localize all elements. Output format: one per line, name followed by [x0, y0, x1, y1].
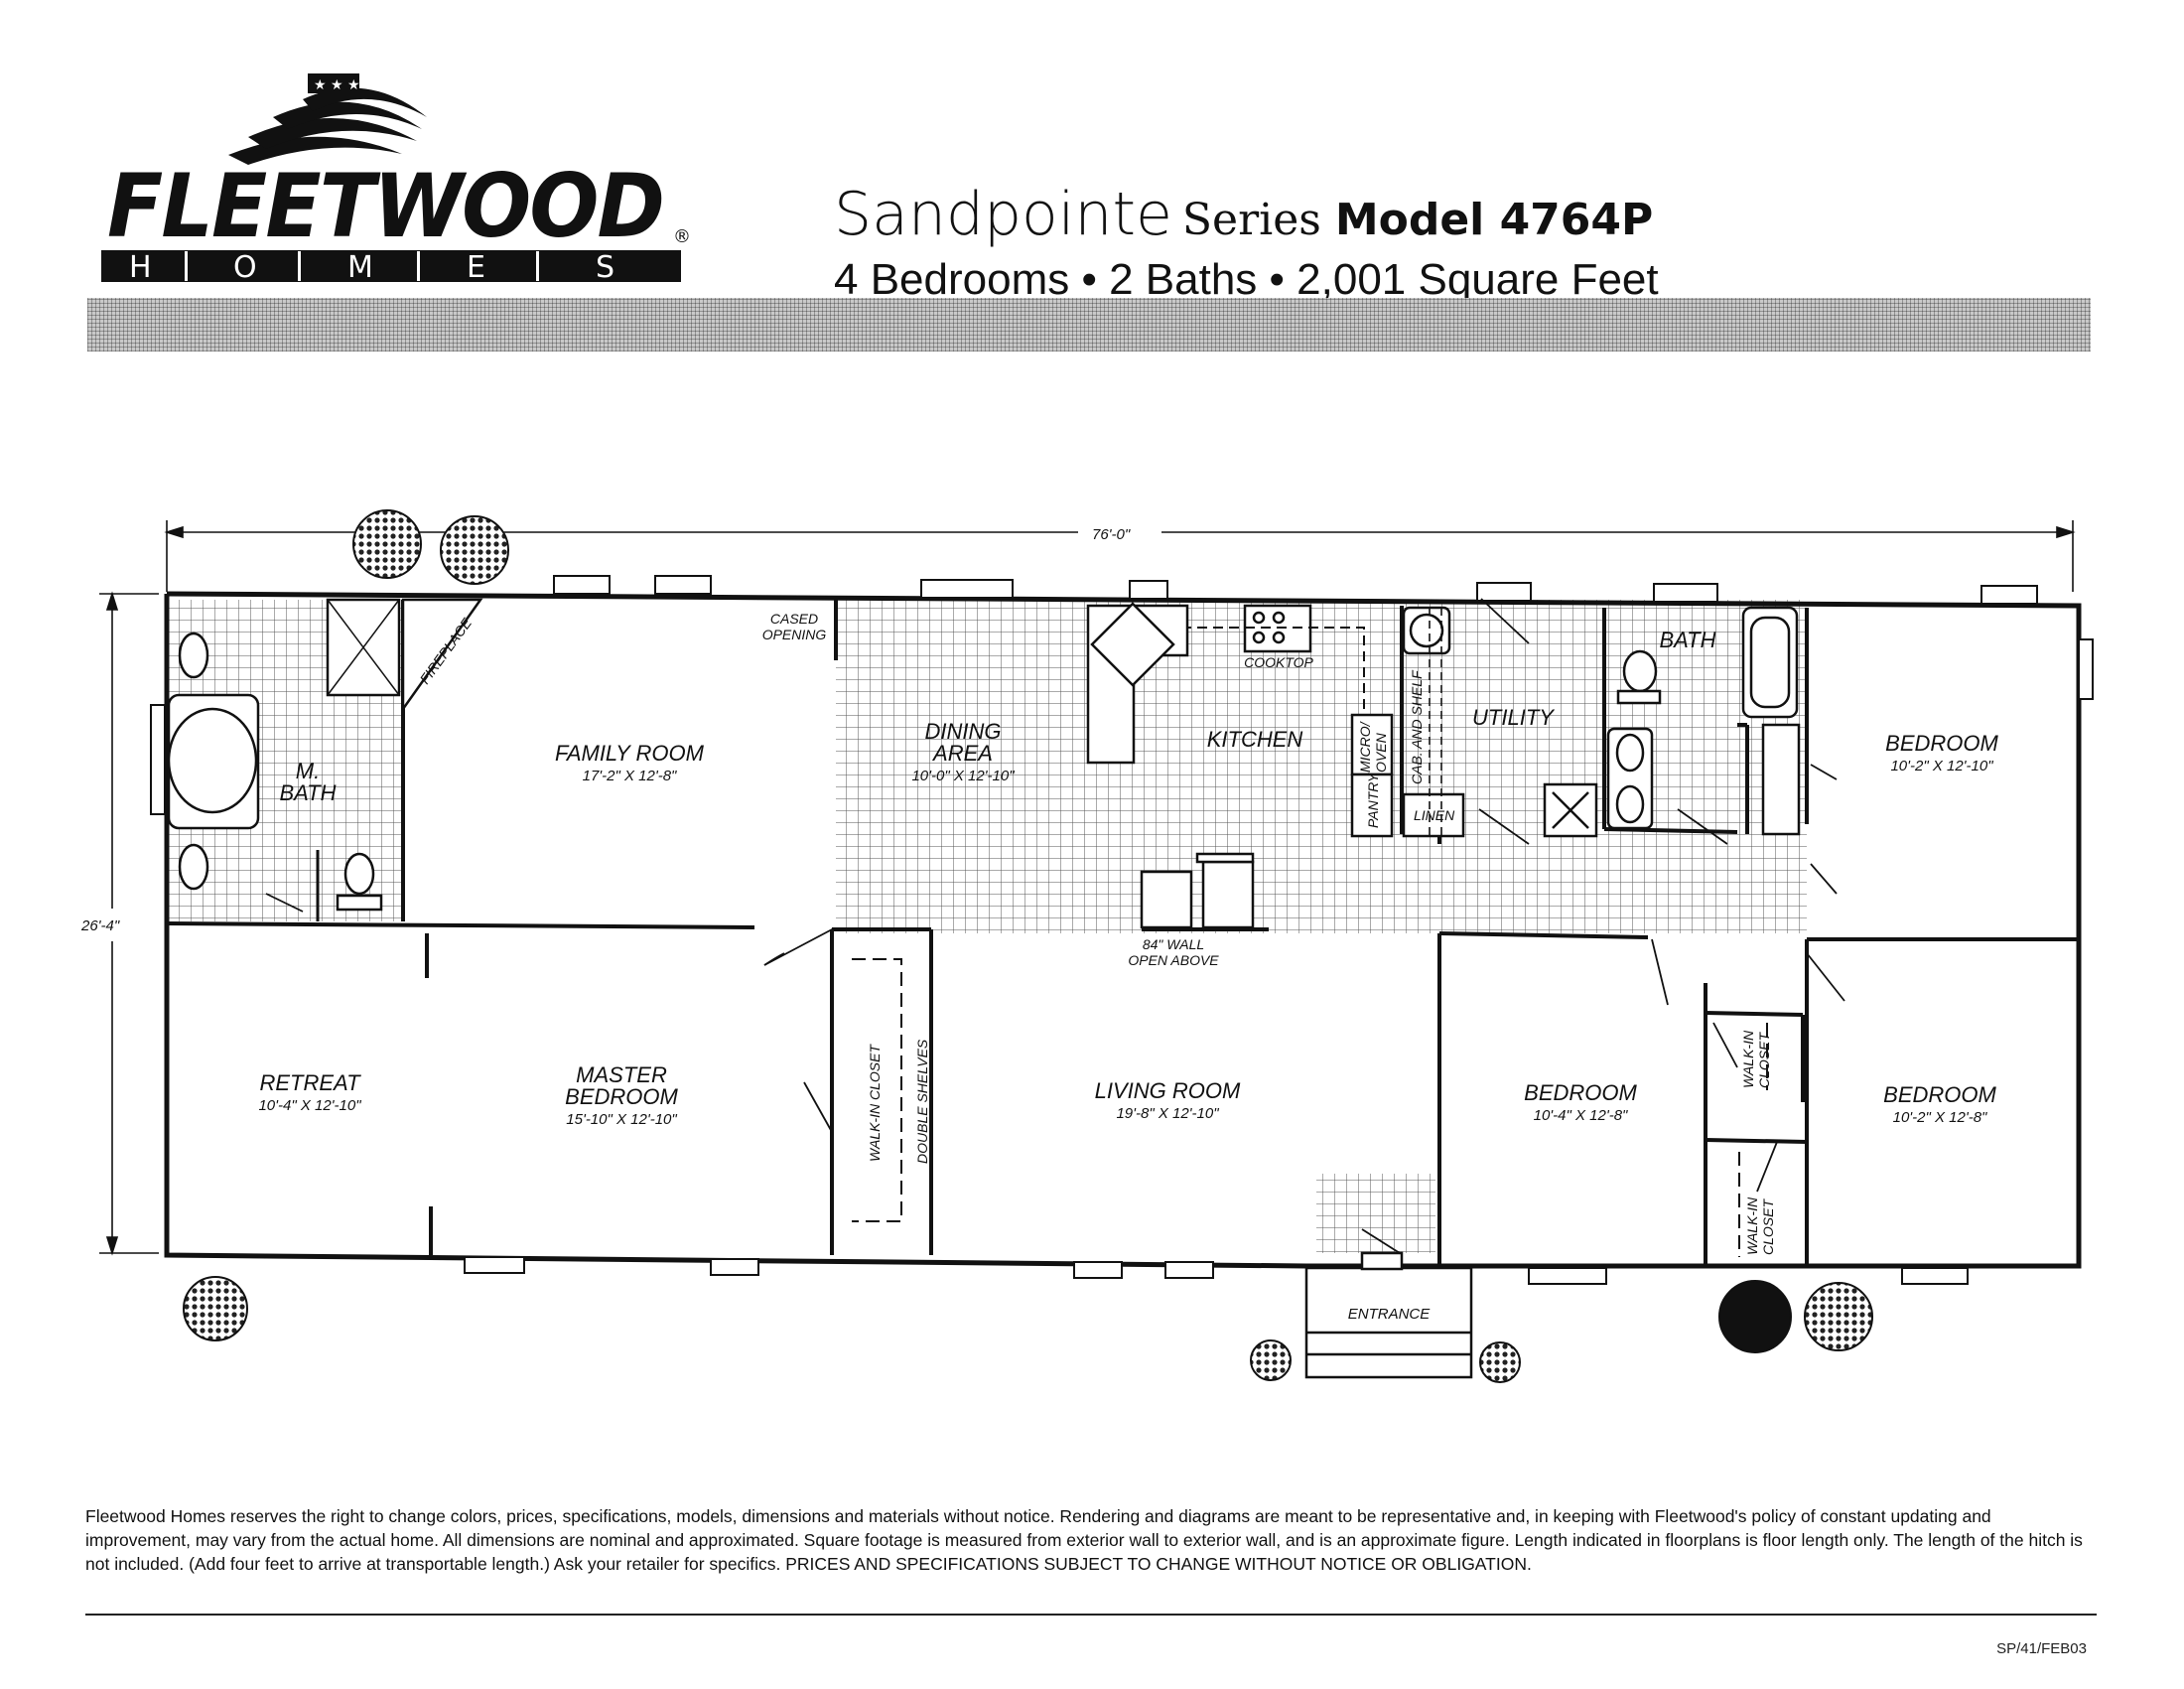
footer-divider: [85, 1614, 2097, 1616]
linen-label: LINEN: [1414, 807, 1455, 823]
overall-length-dimension: [164, 520, 2076, 592]
series-name: Sandpointe: [834, 180, 1172, 249]
brand-name: FLEETWOOD: [107, 155, 663, 257]
wall-note-line1: 84" WALL: [1143, 936, 1204, 952]
master-bedroom-label-line2: BEDROOM: [565, 1084, 678, 1109]
master-bedroom-dims: 15'-10" X 12'-10": [566, 1111, 677, 1128]
shrub-icon: [183, 1276, 248, 1341]
shrub-icon: [440, 515, 509, 585]
m-bath-label-line2: BATH: [279, 780, 336, 805]
specs-line: 4 Bedrooms • 2 Baths • 2,001 Square Feet: [834, 255, 1659, 304]
utility-label: UTILITY: [1472, 705, 1555, 730]
walk-in-closet-b-line1: WALK-IN: [1744, 1196, 1760, 1255]
m-bath-label-line1: M.: [296, 759, 320, 783]
entrance-label: ENTRANCE: [1348, 1306, 1432, 1323]
overall-width-label: 26'-4": [80, 917, 120, 934]
walk-in-closet-a-line2: CLOSET: [1756, 1032, 1772, 1088]
disclaimer-text: Fleetwood Homes reserves the right to ch…: [85, 1506, 2083, 1574]
linen-cabinet: [1402, 792, 1465, 838]
cased-opening-label-line1: CASED: [770, 611, 818, 627]
pantry-cabinet: [1350, 773, 1394, 838]
fleetwood-homes-logo: ★ ★ ★ FLEETWOOD ® H O M E S: [101, 73, 691, 285]
doors: [265, 598, 1845, 1254]
homes-letters: H O M E S: [129, 250, 614, 285]
wall-note-line2: OPEN ABOVE: [1128, 952, 1219, 968]
kitchen-label: KITCHEN: [1207, 727, 1303, 752]
bedroom-se-dims: 10'-2" X 12'-8": [1893, 1109, 1987, 1126]
micro-oven-label-line1: MICRO/: [1357, 720, 1373, 773]
walk-in-closet-a-line1: WALK-IN: [1740, 1030, 1756, 1088]
toilet-icon: [343, 852, 375, 896]
form-code: SP/41/FEB03: [1996, 1640, 2087, 1657]
micro-oven-cabinet: [1350, 713, 1394, 776]
double-shelves-label: DOUBLE SHELVES: [914, 1039, 930, 1164]
shrub-icon: [1479, 1341, 1521, 1383]
closets: [852, 958, 1768, 1257]
header-halftone-band: [87, 298, 2091, 352]
svg-text:S: S: [596, 250, 614, 285]
landscape-shrubs: [183, 509, 1873, 1383]
windows: [150, 575, 2094, 1285]
kitchen-fixtures: [1086, 602, 1465, 931]
series-word: Series: [1181, 195, 1321, 245]
fireplace-icon: FIREPLACE: [401, 598, 483, 713]
entrance-steps: [1304, 1251, 1473, 1379]
bedroom-ne-dims: 10'-2" X 12'-10": [1890, 758, 1993, 774]
dining-area-label-line2: AREA: [931, 741, 993, 766]
bedroom-s-label: BEDROOM: [1524, 1080, 1637, 1105]
svg-text:E: E: [467, 250, 485, 285]
shrub-icon: [1250, 1339, 1292, 1381]
toilet-icon: [1622, 649, 1658, 693]
shrub-icon: [1718, 1280, 1792, 1353]
master-bath-fixtures: [167, 598, 401, 921]
sink-icon: [178, 843, 209, 891]
svg-text:M: M: [347, 250, 373, 285]
bedroom-ne-label: BEDROOM: [1885, 731, 1998, 756]
bedroom-s-dims: 10'-4" X 12'-8": [1534, 1107, 1628, 1124]
cased-opening-label-line2: OPENING: [762, 627, 827, 642]
shrub-icon: [352, 509, 422, 579]
sink-icon: [178, 632, 209, 679]
living-room-label: LIVING ROOM: [1095, 1078, 1241, 1103]
family-room-label: FAMILY ROOM: [555, 741, 705, 766]
pantry-label: PANTRY: [1365, 772, 1381, 828]
master-bedroom-label-line1: MASTER: [576, 1062, 667, 1087]
registered-mark: ®: [673, 226, 691, 247]
cab-and-shelf-label: CAB. AND SHELF: [1409, 669, 1425, 784]
linen-shelf: [1761, 723, 1801, 836]
retreat-label: RETREAT: [259, 1070, 361, 1095]
family-room-dims: 17'-2" X 12'-8": [583, 768, 677, 784]
micro-oven-label-line2: OVEN: [1373, 732, 1389, 773]
homes-bar: [101, 250, 681, 282]
model-label: Model 4764P: [1334, 195, 1654, 245]
dining-area-label-line1: DINING: [925, 719, 1002, 744]
overall-width-dimension: [99, 591, 159, 1256]
hall-bath-fixtures: [1606, 606, 1801, 836]
svg-text:O: O: [233, 250, 257, 285]
soaking-tub-icon: [167, 707, 258, 814]
bedroom-se-label: BEDROOM: [1883, 1082, 1996, 1107]
cooktop-label: COOKTOP: [1244, 654, 1313, 670]
chair-icon: [1201, 860, 1255, 929]
svg-text:H: H: [129, 250, 152, 285]
retreat-dims: 10'-4" X 12'-10": [258, 1097, 361, 1114]
utility-fixtures: [1429, 608, 1598, 838]
kitchen-sink-icon: [1090, 602, 1175, 687]
shrub-icon: [1804, 1282, 1873, 1351]
chair-icon: [1140, 870, 1193, 929]
flag-swoosh-icon: ★ ★ ★: [228, 73, 427, 165]
interior-walls: [166, 600, 2079, 1266]
walk-in-closet-b-line2: CLOSET: [1760, 1198, 1776, 1255]
overall-length-label: 76'-0": [1092, 526, 1131, 543]
svg-text:★ ★ ★: ★ ★ ★: [314, 77, 360, 93]
bath-label: BATH: [1659, 628, 1715, 652]
living-room-dims: 19'-8" X 12'-10": [1116, 1105, 1219, 1122]
dining-area-dims: 10'-0" X 12'-10": [911, 768, 1015, 784]
walk-in-closet-master-label: WALK-IN CLOSET: [867, 1044, 883, 1162]
